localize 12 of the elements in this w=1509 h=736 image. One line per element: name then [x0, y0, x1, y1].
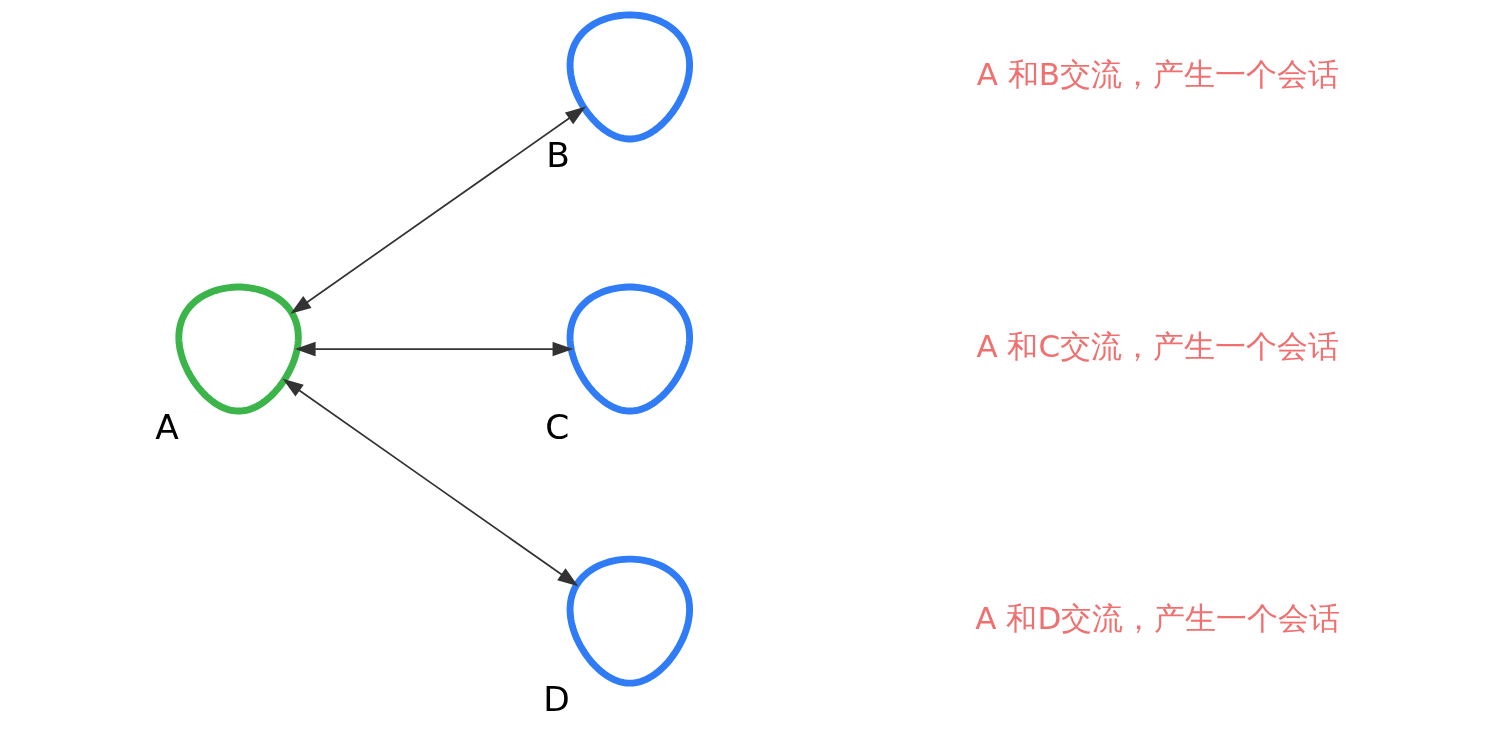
- node-label: D: [543, 678, 570, 719]
- arrow: [294, 341, 574, 357]
- arrow: [282, 378, 579, 587]
- label: A 和C交流，产生一个会话: [976, 327, 1340, 364]
- label: A 和B交流，产生一个会话: [976, 55, 1339, 92]
- arrow: [290, 106, 586, 314]
- node-person: [566, 283, 693, 415]
- node-person: [566, 555, 693, 687]
- node-label: A: [155, 406, 179, 447]
- node-label: B: [546, 134, 571, 175]
- label: A 和D交流，产生一个会话: [975, 599, 1341, 636]
- node-label: C: [545, 406, 570, 447]
